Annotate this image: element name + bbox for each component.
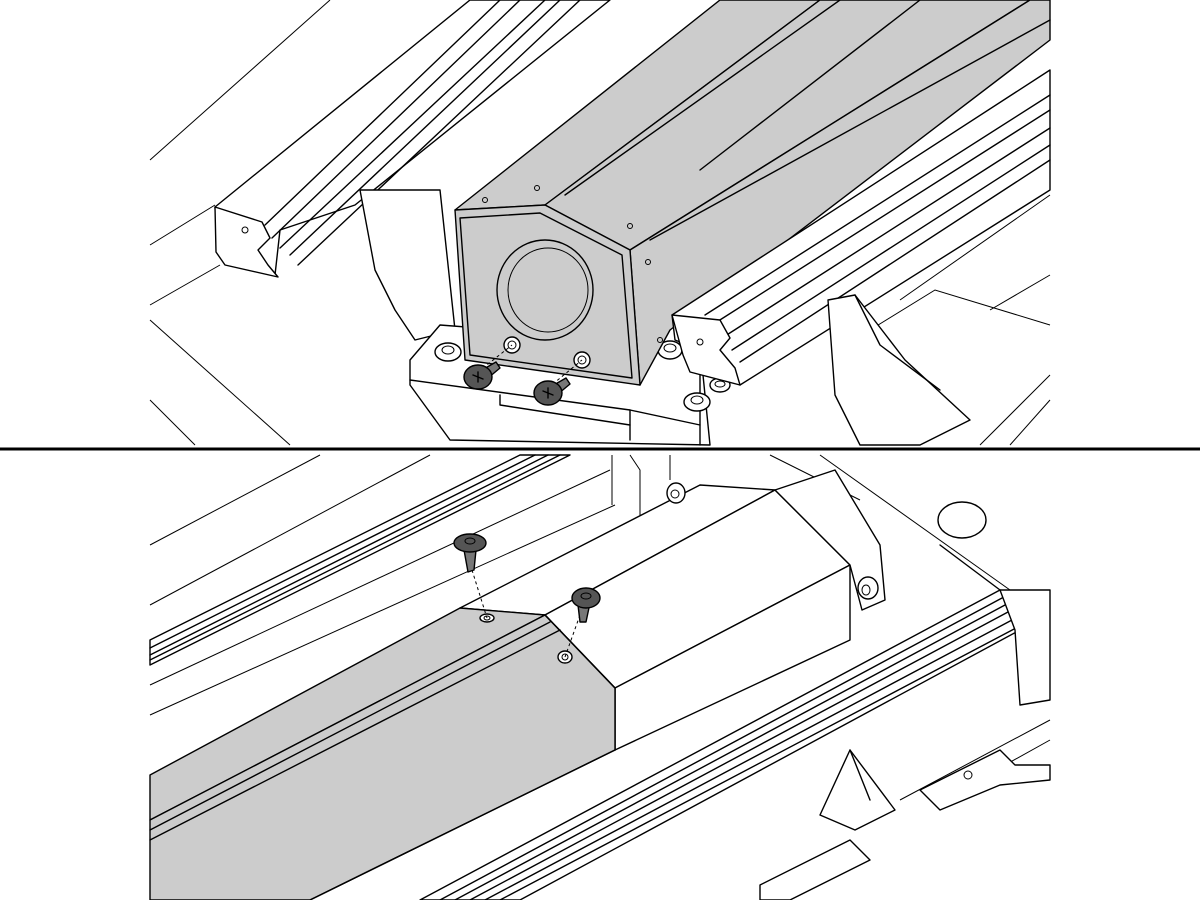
screw-icon: [533, 377, 571, 406]
hex-socket-icon: [683, 392, 711, 412]
base-bolts-top: [434, 340, 731, 412]
upper-rail-bottom: [149, 454, 571, 666]
cover-housing: [454, 0, 1051, 386]
hex-socket-icon: [657, 340, 683, 360]
screws-bottom: [453, 533, 601, 658]
left-rail: [214, 0, 611, 278]
right-bracket: [827, 294, 971, 446]
hex-socket-icon: [857, 576, 879, 600]
right-side-bracket: [666, 469, 987, 611]
right-rail: [671, 69, 1051, 386]
lower-right-plates: [759, 749, 1051, 900]
screw-icon: [453, 533, 487, 573]
cover-section: [149, 607, 616, 900]
bottom-panel: [149, 454, 1051, 900]
hex-socket-icon: [666, 482, 686, 504]
background-lines-top: [149, 0, 1051, 446]
top-panel: [149, 0, 1051, 446]
screw-icon: [463, 361, 501, 390]
right-rail-bottom: [419, 544, 1051, 900]
screw-icon: [571, 587, 601, 623]
hex-socket-icon: [434, 342, 462, 362]
screws-top: [463, 344, 583, 406]
